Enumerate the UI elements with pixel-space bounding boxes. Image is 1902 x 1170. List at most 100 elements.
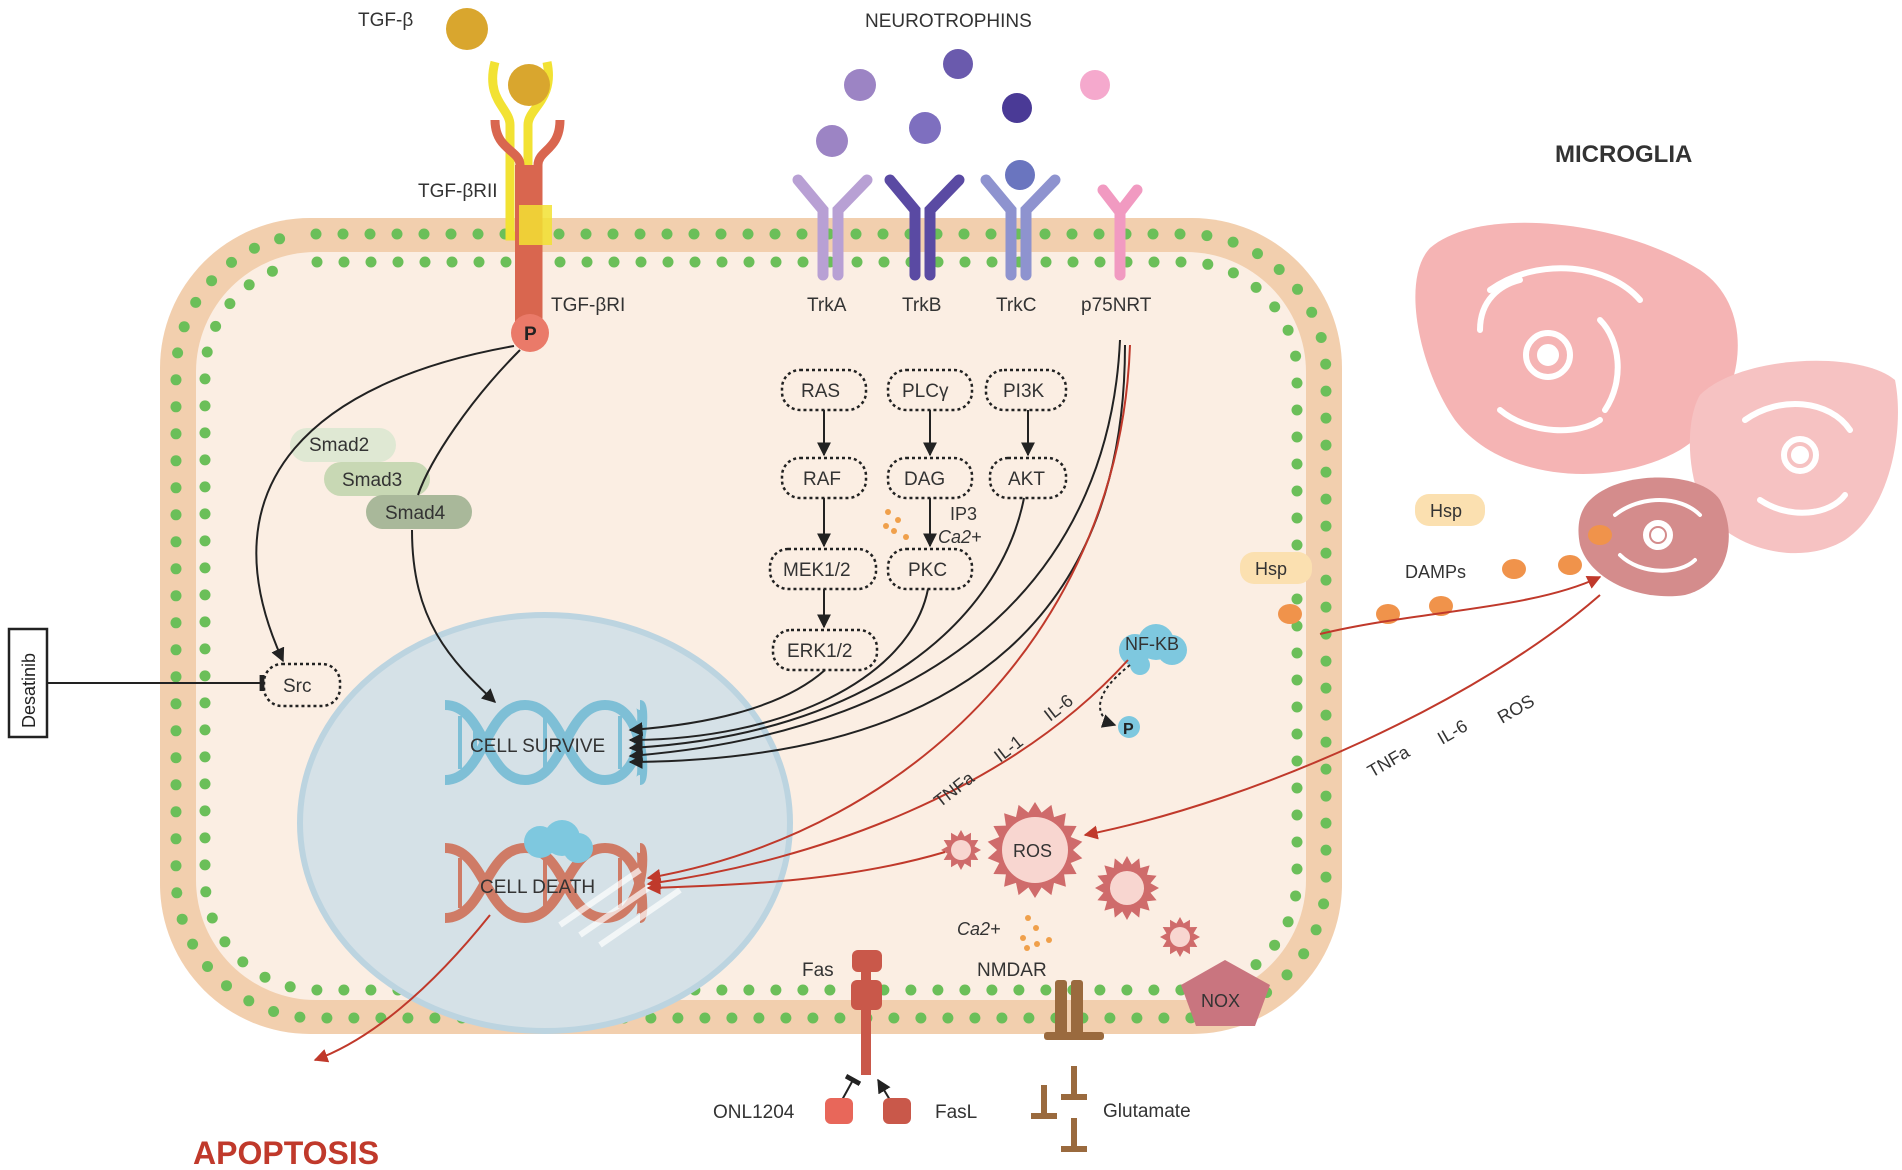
hsp-label-lower: Hsp [1255, 559, 1287, 579]
nfkb-death-arrow [646, 659, 1129, 890]
microglia-cell-large [1415, 222, 1738, 474]
membrane-dot [199, 697, 211, 709]
membrane-dot [202, 961, 213, 972]
membrane-dot [170, 509, 182, 521]
microglia-ros-arrow [1083, 594, 1601, 840]
membrane-dot [199, 805, 211, 817]
membrane-dot [200, 886, 212, 898]
membrane-dot [338, 256, 350, 268]
membrane-dot [187, 938, 199, 950]
calcium-ions-upper [883, 509, 909, 540]
membrane-dot [199, 643, 211, 655]
membrane-dot [942, 1012, 954, 1024]
membrane-dot [418, 228, 430, 240]
membrane-dot [607, 228, 619, 240]
membrane-dot [321, 1012, 333, 1024]
membrane-dot [824, 984, 836, 996]
membrane-dot [959, 256, 971, 268]
membrane-dot [1320, 709, 1332, 721]
nfkb-phospho-icon [1118, 716, 1140, 738]
smad3-node [324, 462, 430, 496]
protein-complex-icon [524, 820, 593, 863]
ip3-label: IP3 [950, 504, 977, 524]
membrane-dot [1320, 844, 1332, 856]
membrane-dot [662, 256, 674, 268]
pathway-arrows [817, 410, 1035, 629]
membrane-dot [176, 913, 188, 925]
trkb-receptor [884, 174, 965, 281]
membrane-dot [170, 671, 182, 683]
nfkb-phospho-label: P [1123, 721, 1134, 738]
dna-death-helix [444, 842, 648, 924]
membrane-dot [365, 984, 377, 996]
membrane-dot [770, 984, 782, 996]
membrane-dot [199, 670, 211, 682]
membrane-dot [1094, 256, 1106, 268]
membrane-dot [170, 590, 182, 602]
membrane-dot [170, 563, 182, 575]
membrane-dot [1291, 404, 1303, 416]
membrane-dot [1131, 1012, 1143, 1024]
damps-particles [1278, 525, 1612, 624]
pi3k-node [984, 368, 1068, 412]
membrane-dot [716, 984, 728, 996]
membrane-dot [172, 347, 184, 359]
membrane-dot [1121, 984, 1133, 996]
membrane-dot [199, 481, 211, 493]
membrane-dot [1291, 431, 1303, 443]
nfkb-label: NF-KB [1125, 634, 1179, 654]
membrane-dot [170, 752, 182, 764]
trka-label: TrkA [807, 295, 847, 316]
membrane-dot [1292, 283, 1303, 295]
membrane-dot [1013, 984, 1025, 996]
membrane-dot [1148, 984, 1160, 996]
membrane-dot [1040, 256, 1052, 268]
membrane-dot [445, 228, 457, 240]
membrane-dot [199, 616, 211, 628]
membrane-dot [1252, 248, 1263, 260]
phospho-site-icon [511, 314, 549, 352]
membrane-dot [199, 400, 211, 412]
membrane-dot [170, 833, 182, 845]
desatinib-label: Desatinib [19, 653, 39, 728]
hsp-label-upper: Hsp [1430, 501, 1462, 521]
membrane-dot [1320, 412, 1332, 424]
membrane-dot [1320, 493, 1332, 505]
p75nrt-label: p75NRT [1081, 295, 1152, 316]
membrane-dot [364, 228, 376, 240]
membrane-dot [210, 320, 222, 332]
survival-arrows [628, 339, 1126, 769]
membrane-dot [1291, 539, 1303, 551]
tgf-beta-label: TGF-β [358, 10, 413, 31]
membrane-dot [446, 256, 458, 268]
microglia-label: MICROGLIA [1555, 141, 1692, 168]
membrane-dot [1291, 647, 1303, 659]
membrane-dot [672, 1012, 684, 1024]
membrane-dot [170, 482, 182, 494]
membrane-dot [554, 256, 566, 268]
membrane-dot [199, 832, 211, 844]
membrane-dot [429, 1012, 441, 1024]
membrane-dot [199, 508, 211, 520]
membrane-dot [171, 887, 183, 899]
membrane-dot [170, 698, 182, 710]
membrane-dot [1320, 871, 1332, 883]
membrane-dot [834, 1012, 846, 1024]
tgf-beta-rii-label: TGF-βRII [418, 181, 498, 202]
membrane-dot [1320, 439, 1332, 451]
membrane-dot [1227, 267, 1239, 279]
neurotrophins-label: NEUROTROPHINS [865, 11, 1032, 32]
smad4-node [366, 495, 472, 529]
membrane-dot [1066, 228, 1078, 240]
membrane-dot [243, 279, 255, 291]
ca2-label-lower: Ca2+ [957, 919, 1001, 939]
membrane-dot [797, 984, 809, 996]
ros-star-core [1002, 817, 1068, 883]
membrane-dot [1320, 817, 1332, 829]
membrane-dot [743, 256, 755, 268]
dag-label: DAG [904, 469, 945, 490]
membrane-dot [170, 860, 182, 872]
membrane-dot [553, 228, 565, 240]
membrane-dot [1281, 969, 1293, 981]
membrane-dot [1290, 350, 1302, 362]
